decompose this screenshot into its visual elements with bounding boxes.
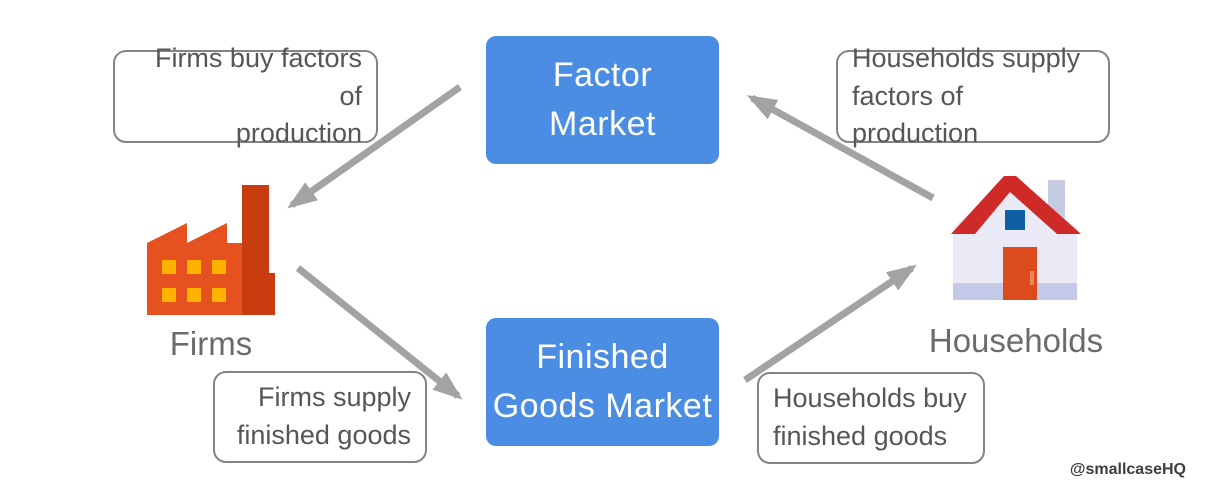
arrow-factor-market-to-firms <box>287 84 463 209</box>
factory-chimney <box>242 185 275 315</box>
flow-label-firms-supply-goods: Firms supply finished goods <box>213 371 427 463</box>
households-label: Households <box>928 322 1104 359</box>
house-window <box>1005 210 1025 230</box>
house-icon <box>951 176 1081 300</box>
arrow-firms-to-finished-goods-market <box>295 265 463 400</box>
factory-icon <box>147 185 275 315</box>
node-finished-goods-market: Finished Goods Market <box>486 318 719 446</box>
firms-label: Firms <box>169 325 253 362</box>
node-factor-market: Factor Market <box>486 36 719 164</box>
arrow-households-to-factor-market <box>746 94 935 202</box>
flow-label-households-buy-goods: Households buy finished goods <box>757 372 985 464</box>
flow-label-firms-buy-factors: Firms buy factors of production <box>113 43 378 148</box>
watermark: @smallcaseHQ <box>1069 461 1186 478</box>
node-households: Households <box>911 168 1121 357</box>
flow-label-households-supply-factors: Households supply factors of production <box>836 43 1110 148</box>
house-roof <box>951 176 1081 234</box>
arrow-finished-goods-market-to-households <box>743 264 917 383</box>
factory-windows <box>162 260 226 302</box>
node-firms: Firms <box>133 185 289 360</box>
house-door-handle <box>1030 271 1034 285</box>
